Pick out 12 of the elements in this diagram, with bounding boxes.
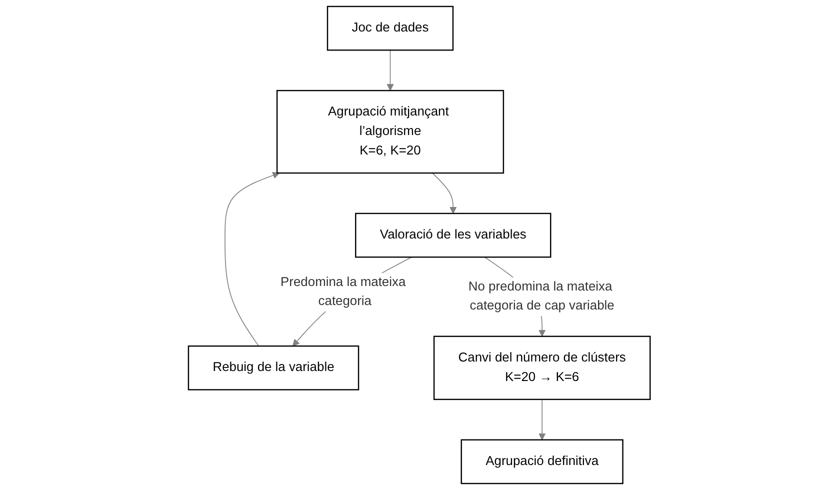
node-box: Agrupació definitiva: [460, 439, 624, 484]
arrow: [538, 399, 546, 440]
node-box: Joc de dades: [326, 6, 454, 51]
edge-label: Predomina la mateixa categoria: [280, 275, 406, 308]
edge-label: No predomina la mateixa categoria de cap variable: [468, 280, 614, 313]
node-box: Agrupació mitjançant l’algorisme K=6, K=20: [276, 90, 504, 174]
arrow: [432, 172, 456, 214]
node-box: Valoració de les variables: [354, 212, 551, 258]
node-box: Canvi del número de clústers K=20 → K=6: [433, 336, 650, 400]
arrow: [224, 172, 280, 346]
arrow: [386, 50, 394, 91]
node-box: Rebuig de la variable: [188, 345, 359, 390]
